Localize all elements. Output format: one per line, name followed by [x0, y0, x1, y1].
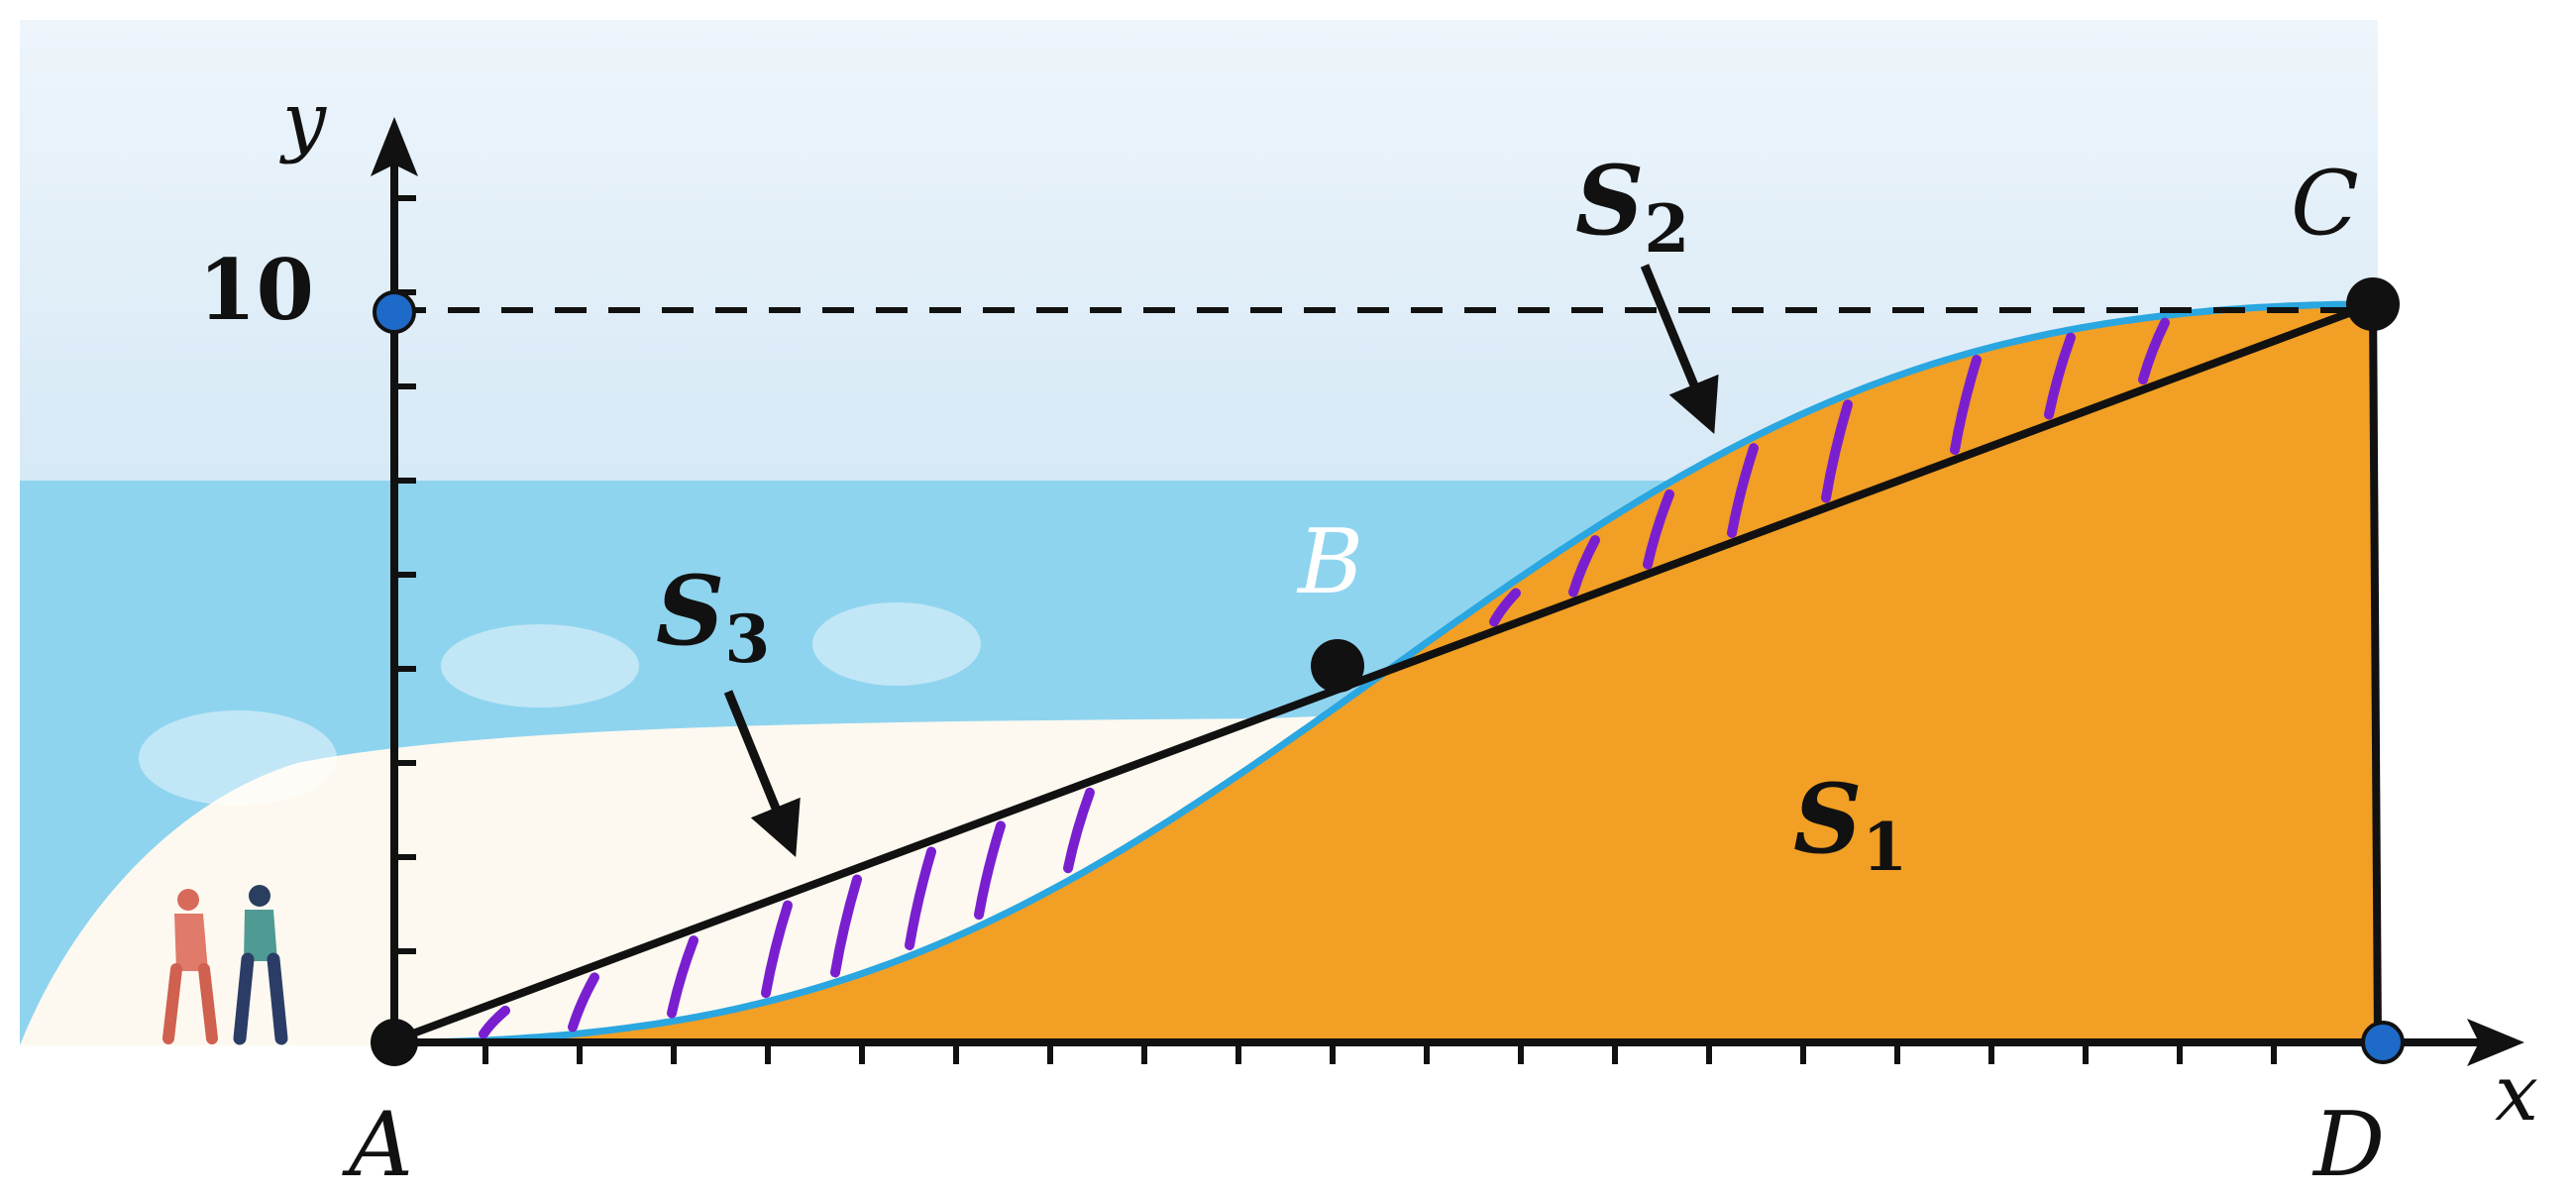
y-tick-label-10: 10 [198, 241, 314, 339]
hatch-mark [974, 820, 1006, 921]
clouds [139, 602, 981, 806]
region-S1-subscript: 1 [1862, 809, 1907, 886]
walking-people-illustration [162, 885, 288, 1045]
x-axis [394, 1019, 2524, 1066]
point-B-label: B [1296, 510, 1363, 614]
hatch-mark [479, 1005, 510, 1039]
hatch-mark [2044, 332, 2076, 420]
region-S3-letter: S [656, 555, 724, 667]
segment-CD [2369, 303, 2382, 1041]
hatch-mark [1489, 588, 1521, 627]
hatch-mark [1821, 399, 1853, 503]
hatch-mark [568, 972, 599, 1033]
y-axis-ticks [392, 195, 416, 954]
point-A-label: A [342, 1093, 413, 1197]
hatch-mark [1727, 443, 1759, 538]
y-axis-label: y [279, 76, 327, 165]
y-axis-arrow [371, 117, 418, 176]
region-S2-subscript: 2 [1644, 190, 1689, 268]
region-S1-label: S1 [1793, 763, 1907, 886]
x-axis-arrow [2467, 1019, 2524, 1066]
arrow-S3-pointer [723, 690, 801, 857]
x-axis-ticks [483, 1042, 2277, 1064]
point-D-dot [2361, 1021, 2405, 1064]
point-C-label: C [2291, 152, 2359, 256]
x-axis-label: x [2495, 1049, 2538, 1139]
arrow-S2-pointer [1640, 264, 1719, 434]
hatch-mark [830, 874, 862, 978]
point-D-label: D [2311, 1093, 2385, 1197]
point-A-dot [371, 1019, 418, 1066]
y10-dot [373, 290, 416, 334]
hatch-mark [667, 935, 698, 1019]
segment-AC [392, 300, 2375, 1044]
hatch-mark [1950, 355, 1982, 455]
hatch-mark [1063, 787, 1095, 874]
hatch-mark [761, 900, 793, 999]
region-S1-letter: S [1793, 763, 1862, 875]
hatch-mark [905, 846, 936, 950]
hatch-marks [479, 317, 2170, 1039]
point-C-dot [2346, 277, 2400, 331]
region-S3-subscript: 3 [724, 600, 770, 678]
region-S2-letter: S [1575, 145, 1644, 257]
region-S2-label: S2 [1575, 145, 1689, 268]
hatch-mark [1568, 535, 1600, 598]
hatch-mark [2138, 317, 2170, 385]
hatch-mark [1643, 489, 1674, 570]
region-S3-label: S3 [656, 555, 770, 678]
point-B-dot [1311, 639, 1364, 693]
